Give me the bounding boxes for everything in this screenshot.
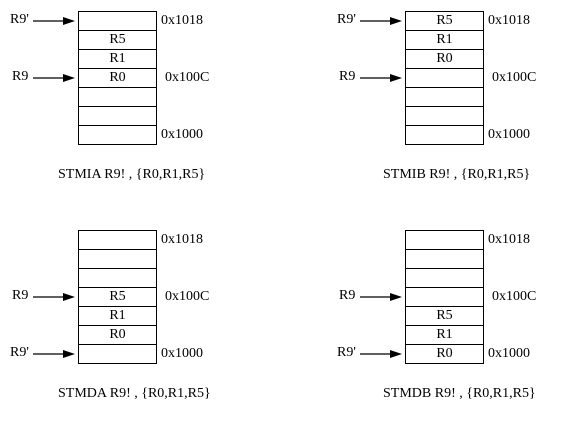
- memory-cell: R1: [78, 306, 157, 326]
- address-label: 0x1000: [488, 346, 530, 361]
- instruction-caption: STMDB R9! , {R0,R1,R5}: [383, 386, 536, 401]
- pointer-arrow-icon: [360, 17, 402, 25]
- memory-cell: R0: [78, 68, 157, 88]
- address-label: 0x1018: [488, 13, 530, 28]
- instruction-caption: STMIA R9! , {R0,R1,R5}: [58, 167, 206, 182]
- memory-cell: [405, 87, 484, 107]
- memory-cell: [78, 11, 157, 31]
- memory-cell: [78, 249, 157, 269]
- memory-cell: [78, 106, 157, 126]
- register-pointer-label: R9: [339, 288, 356, 303]
- pointer-arrow-icon: [33, 293, 75, 301]
- memory-cell: [405, 249, 484, 269]
- pointer-arrow-icon: [33, 74, 75, 82]
- memory-cell: [405, 268, 484, 288]
- memory-cell: R1: [405, 325, 484, 345]
- memory-cell: [405, 106, 484, 126]
- memory-cell: R5: [78, 287, 157, 307]
- memory-cell: R1: [405, 30, 484, 50]
- address-label: 0x1000: [488, 127, 530, 142]
- address-label: 0x100C: [165, 289, 210, 304]
- address-label: 0x1018: [161, 13, 203, 28]
- memory-cell: R0: [78, 325, 157, 345]
- pointer-arrow-icon: [33, 350, 75, 358]
- pointer-arrow-icon: [33, 17, 75, 25]
- memory-cell: [405, 68, 484, 88]
- register-pointer-label: R9: [339, 69, 356, 84]
- memory-cell: R5: [405, 306, 484, 326]
- memory-cell: [78, 87, 157, 107]
- memory-cell: [78, 268, 157, 288]
- register-pointer-label: R9': [337, 12, 356, 27]
- address-label: 0x100C: [492, 70, 537, 85]
- pointer-arrow-icon: [360, 350, 402, 358]
- memory-cell: [78, 125, 157, 145]
- address-label: 0x100C: [492, 289, 537, 304]
- address-label: 0x100C: [165, 70, 210, 85]
- register-pointer-label: R9: [12, 288, 29, 303]
- memory-cell: R5: [405, 11, 484, 31]
- address-label: 0x1000: [161, 346, 203, 361]
- memory-cell: R0: [405, 49, 484, 69]
- memory-cell: R0: [405, 344, 484, 364]
- address-label: 0x1018: [488, 232, 530, 247]
- pointer-arrow-icon: [360, 293, 402, 301]
- memory-cell: [78, 344, 157, 364]
- instruction-caption: STMDA R9! , {R0,R1,R5}: [58, 386, 211, 401]
- memory-cell: R1: [78, 49, 157, 69]
- pointer-arrow-icon: [360, 74, 402, 82]
- memory-cell: R5: [78, 30, 157, 50]
- register-pointer-label: R9': [337, 345, 356, 360]
- register-pointer-label: R9: [12, 69, 29, 84]
- memory-cell: [405, 125, 484, 145]
- instruction-caption: STMIB R9! , {R0,R1,R5}: [383, 167, 531, 182]
- address-label: 0x1000: [161, 127, 203, 142]
- memory-cell: [405, 287, 484, 307]
- register-pointer-label: R9': [10, 345, 29, 360]
- register-pointer-label: R9': [10, 12, 29, 27]
- address-label: 0x1018: [161, 232, 203, 247]
- memory-cell: [78, 230, 157, 250]
- memory-cell: [405, 230, 484, 250]
